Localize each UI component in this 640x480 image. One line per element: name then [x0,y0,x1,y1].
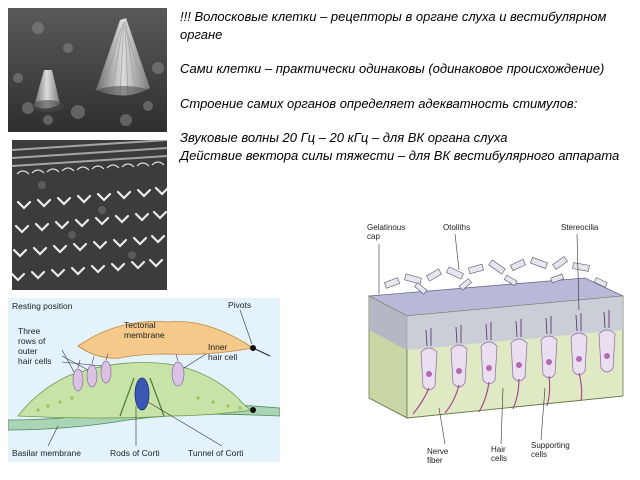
label-inner-hair-cell-2: hair cell [208,352,237,362]
label-tectorial-2: membrane [124,330,165,340]
label-rods-of-corti: Rods of Corti [110,448,160,458]
hair-cell-5 [540,335,558,379]
text-line-1: !!! Волосковые клетки – рецепторы в орга… [180,9,607,42]
label-gelatinous-cap-1: Gelatinous [367,223,405,232]
label-inner-hair-cell-1: Inner [208,342,228,352]
label-tectorial-1: Tectorial [124,320,156,330]
outer-hair-cell-1 [72,368,84,392]
label-nerve-fiber-2: fiber [427,456,443,465]
pivot-line [252,347,271,357]
outer-hair-cell-2 [86,364,98,388]
tectorial-membrane-shape [77,321,255,359]
text-line-2: Сами клетки – практически одинаковы (оди… [180,61,605,76]
inner-hair-cell [171,361,185,387]
label-nerve-fiber-1: Nerve [427,447,449,456]
sem-hair-cell-rows-photo [12,140,167,290]
outer-hair-cell-3 [100,360,112,384]
text-line-4: Звуковые волны 20 Гц – 20 кГц – для ВК о… [180,130,508,145]
label-three-rows-2: rows of [18,336,46,346]
pivot-dot-top [250,345,256,351]
label-resting-position: Resting position [12,301,73,311]
hair-cell-1 [420,347,438,391]
sem-hair-bundle-photo [8,8,167,132]
hair-cell-4 [510,338,528,382]
label-supporting-cells-1: Supporting [531,441,570,450]
label-gelatinous-cap-2: cap [367,232,380,241]
main-text: !!! Волосковые клетки – рецепторы в орга… [180,8,630,164]
text-line-3: Строение самих органов определяет адеква… [180,95,578,111]
label-basilar-membrane: Basilar membrane [12,448,81,458]
label-three-rows-1: Three [18,326,40,336]
label-supporting-cells-2: cells [531,450,547,459]
label-pivots: Pivots [228,300,251,310]
label-stereocilia: Stereocilia [561,223,599,232]
label-three-rows-4: hair cells [18,356,52,366]
label-tunnel-of-corti: Tunnel of Corti [188,448,244,458]
hair-cell-6 [570,332,588,376]
text-line-5: Действие вектора силы тяжести – для ВК в… [180,147,620,163]
hair-cell-7 [598,329,616,373]
label-hair-cells-2: cells [491,454,507,463]
label-otoliths: Otoliths [443,223,470,232]
label-hair-cells-1: Hair [491,445,506,454]
tunnel-of-corti-shape [134,377,150,411]
organ-of-corti-diagram: Resting position Pivots Tectorial membra… [8,298,280,462]
label-three-rows-3: outer [18,346,38,356]
hair-cell-2 [450,344,468,388]
hair-cell-3 [480,341,498,385]
vestibular-macula-diagram: Gelatinous cap Otoliths Stereocilia Nerv… [367,223,625,465]
pivot-dot-bottom [250,407,256,413]
